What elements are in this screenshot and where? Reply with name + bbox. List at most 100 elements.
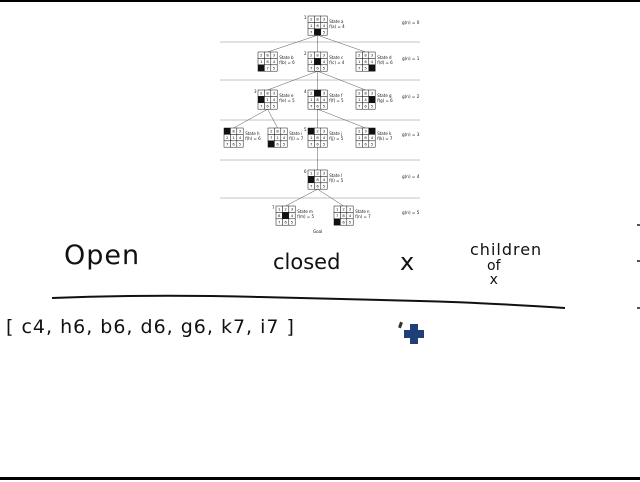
tile-number: 4 — [239, 135, 242, 140]
state-name: State h — [245, 131, 260, 136]
state-name: State c — [329, 55, 343, 60]
depth-label: g(n) = 2 — [402, 94, 420, 99]
children-of-x-subheading: of x — [487, 259, 501, 287]
tile-number: 3 — [239, 129, 242, 134]
tile-number: 6 — [316, 103, 319, 108]
state-name: State k — [377, 131, 392, 136]
tile-number: 8 — [266, 91, 269, 96]
state-name: State m — [297, 209, 313, 214]
tile-number: 5 — [323, 29, 326, 34]
tile-number: 7 — [358, 103, 361, 108]
depth-label: g(n) = 5 — [402, 210, 420, 215]
puzzle-tile — [346, 218, 354, 226]
tile-number: 2 — [284, 207, 287, 212]
tile-number: 5 — [349, 219, 352, 224]
search-tree-diagram: g(n) = 0g(n) = 1g(n) = 2g(n) = 3g(n) = 4… — [220, 15, 420, 234]
puzzle-tile — [368, 140, 376, 148]
tile-number: 1 — [276, 135, 279, 140]
tree-edge — [267, 109, 278, 129]
puzzle-tile — [320, 28, 328, 36]
tile-number: 2 — [260, 53, 263, 58]
goal-label: Goal — [313, 229, 322, 234]
tile-number: 8 — [364, 135, 367, 140]
state-f-value: f(c) = 4 — [329, 60, 345, 65]
puzzle-tile — [320, 140, 328, 148]
expansion-order: 5 — [304, 127, 307, 132]
tile-number: 5 — [323, 65, 326, 70]
state-f-value: f(f) = 5 — [329, 98, 344, 103]
tile-number: 4 — [323, 97, 326, 102]
tile-number: 2 — [310, 17, 313, 22]
tile-number: 1 — [278, 207, 281, 212]
tile-number: 3 — [273, 53, 276, 58]
tile-number: 4 — [349, 213, 352, 218]
closed-heading: closed — [273, 250, 341, 274]
tile-number: 2 — [310, 91, 313, 96]
tile-number: 5 — [323, 103, 326, 108]
tile-number: 7 — [358, 141, 361, 146]
expansion-order: 1 — [304, 15, 307, 20]
tile-number: 7 — [260, 103, 263, 108]
tile-number: 3 — [273, 91, 276, 96]
tile-number: 6 — [276, 141, 279, 146]
tree-edge — [317, 188, 344, 207]
tile-number: 7 — [310, 141, 313, 146]
tile-number: 2 — [270, 129, 273, 134]
depth-label: g(n) = 4 — [402, 174, 420, 179]
expansion-order: 4 — [304, 89, 307, 94]
tile-number: 4 — [323, 177, 326, 182]
tree-edge — [233, 108, 268, 129]
pen-cursor-icon — [404, 324, 424, 344]
state-f-value: f(j) = 5 — [329, 136, 344, 141]
tile-number: 5 — [273, 65, 276, 70]
tile-number: 4 — [323, 59, 326, 64]
tile-number: 8 — [316, 53, 319, 58]
tile-number: 8 — [364, 53, 367, 58]
state-name: State e — [279, 93, 294, 98]
tile-number: 7 — [310, 65, 313, 70]
state-name: State l — [329, 173, 342, 178]
tile-number: 4 — [371, 135, 374, 140]
state-name: State a — [329, 19, 344, 24]
tile-number: 2 — [358, 91, 361, 96]
puzzle-tile — [368, 102, 376, 110]
tile-number: 7 — [310, 103, 313, 108]
tile-number: 3 — [323, 129, 326, 134]
tile-number: 3 — [323, 91, 326, 96]
tile-number: 4 — [273, 59, 276, 64]
puzzle-tile — [270, 102, 278, 110]
tile-number: 6 — [316, 65, 319, 70]
tile-number: 4 — [323, 23, 326, 28]
tile-number: 7 — [266, 65, 269, 70]
tile-number: 6 — [316, 23, 319, 28]
state-name: State j — [329, 131, 342, 136]
state-name: State b — [279, 55, 294, 60]
state-name: State n — [355, 209, 370, 214]
tile-number: 5 — [364, 65, 367, 70]
tile-number: 3 — [323, 171, 326, 176]
puzzle-tile — [288, 218, 296, 226]
state-f-value: f(n) = 7 — [355, 214, 371, 219]
tile-number: 2 — [316, 171, 319, 176]
state-name: State g — [377, 93, 392, 98]
tile-number: 3 — [371, 53, 374, 58]
tile-number: 1 — [310, 135, 313, 140]
tile-number: 6 — [266, 103, 269, 108]
state-f-value: f(a) = 4 — [329, 24, 345, 29]
tile-number: 4 — [364, 97, 367, 102]
tile-number: 4 — [273, 97, 276, 102]
tile-number: 7 — [310, 183, 313, 188]
tile-number: 2 — [260, 91, 263, 96]
tile-number: 5 — [283, 141, 286, 146]
tile-number: 6 — [266, 59, 269, 64]
tile-number: 5 — [273, 103, 276, 108]
tile-number: 3 — [291, 207, 294, 212]
state-f-value: f(d) = 6 — [377, 60, 393, 65]
state-f-value: f(l) = 5 — [329, 178, 344, 183]
tile-number: 6 — [342, 219, 345, 224]
tile-number: 5 — [291, 219, 294, 224]
tile-number: 1 — [310, 59, 313, 64]
state-f-value: f(e) = 5 — [279, 98, 295, 103]
tile-number: 3 — [371, 91, 374, 96]
